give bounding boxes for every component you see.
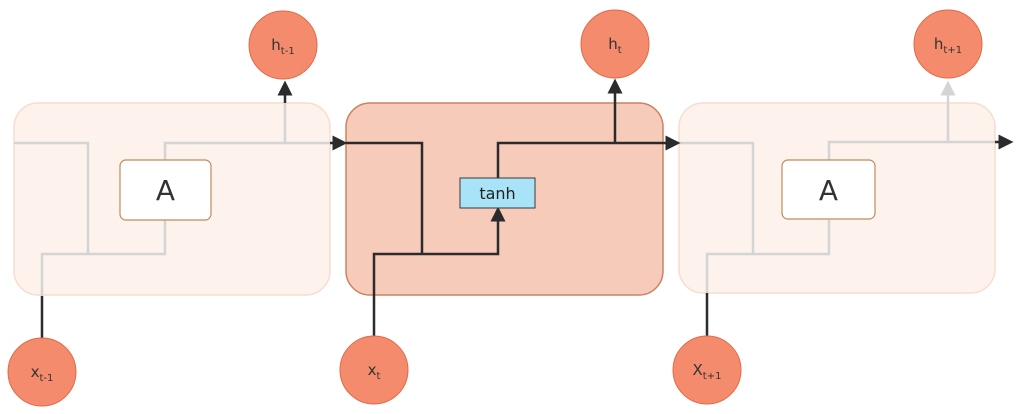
input-main: x [31, 363, 40, 381]
output-node-h-t+1: ht+1 [913, 9, 983, 79]
input-node-circle [672, 335, 742, 405]
cell-1-label: A [156, 174, 175, 207]
cell-3-wires [679, 103, 995, 295]
input-node-x-t+1: Xt+1 [672, 335, 742, 405]
output-main: h [934, 35, 944, 53]
cell-3-label: A [819, 174, 838, 207]
input-main: x [368, 361, 377, 379]
output-label: ht [608, 35, 622, 56]
output-main: h [271, 36, 281, 54]
input-node-x-t: xt [339, 335, 409, 405]
cell-3: A [678, 80, 996, 295]
input-node-circle [7, 337, 77, 407]
output-node-h-t-1: ht-1 [248, 10, 318, 80]
output-node-circle [580, 9, 650, 79]
tanh-box [459, 177, 536, 209]
output-sub: t+1 [943, 45, 962, 56]
cell-3-a-box [781, 159, 876, 220]
cell-1-a-box [119, 159, 212, 221]
input-sub: t-1 [39, 373, 53, 384]
output-label: ht-1 [271, 36, 294, 57]
cell-1: A [13, 80, 331, 296]
input-sub: t+1 [703, 371, 722, 382]
input-node-x-t-1: xt-1 [7, 337, 77, 407]
input-main: X [693, 361, 703, 379]
output-node-h-t: ht [580, 9, 650, 79]
cell-1-wires [14, 103, 330, 296]
cell-2: tanh [345, 78, 664, 336]
output-main: h [608, 35, 618, 53]
output-sub: t [618, 45, 622, 56]
input-sub: t [376, 371, 380, 382]
output-node-circle [248, 10, 318, 80]
input-label: xt-1 [31, 363, 54, 384]
output-node-circle [913, 9, 983, 79]
input-label: Xt+1 [693, 361, 722, 382]
output-label: ht+1 [934, 35, 962, 56]
cell-2-wires [346, 103, 663, 336]
output-sub: t-1 [281, 46, 295, 57]
input-node-circle [339, 335, 409, 405]
input-label: xt [368, 361, 381, 382]
tanh-label: tanh [479, 184, 515, 203]
